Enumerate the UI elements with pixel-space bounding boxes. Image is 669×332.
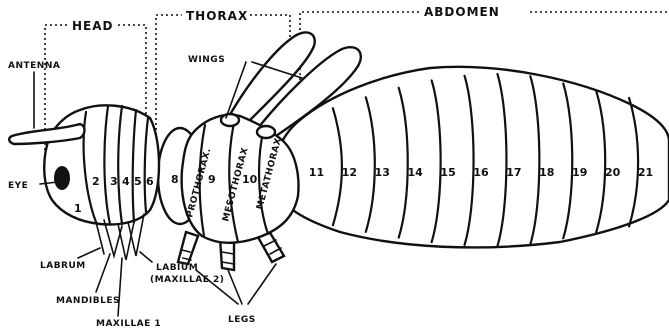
antenna-label: ANTENNA (8, 61, 60, 71)
thorax-segment-8-number: 8 (171, 173, 179, 186)
abdomen-segment-18: 18 (539, 166, 554, 179)
head-segment-5: 5 (134, 175, 142, 188)
abdomen (275, 67, 669, 248)
abdomen-segment-12: 12 (342, 166, 357, 179)
thorax-segment-10-number: 10 (242, 173, 258, 186)
abdomen-segment-21: 21 (638, 166, 653, 179)
thorax-segment-9-number: 9 (208, 173, 216, 186)
abdomen-segment-14: 14 (408, 166, 424, 179)
eye-label: EYE (8, 181, 28, 191)
eye-icon (54, 166, 70, 190)
head-segment-1: 1 (74, 202, 82, 215)
head-segment-2: 2 (92, 175, 100, 188)
labium-sub-label: (MAXILLAE 2) (150, 275, 224, 285)
thorax-region-label: THORAX (186, 9, 248, 23)
mandibles-label: MANDIBLES (56, 296, 120, 306)
abdomen-segment-19: 19 (572, 166, 587, 179)
legs-label: LEGS (228, 315, 256, 325)
abdomen-segment-16: 16 (473, 166, 489, 179)
abdomen-segment-17: 17 (506, 166, 521, 179)
abdomen-region-label: ABDOMEN (424, 5, 500, 19)
wings-label: WINGS (188, 55, 225, 65)
maxillae-1-label: MAXILLAE 1 (96, 319, 161, 329)
abdomen-segment-20: 20 (605, 166, 621, 179)
abdomen-segment-13: 13 (375, 166, 390, 179)
abdomen-segment-15: 15 (440, 166, 455, 179)
head-segment-3: 3 (110, 175, 118, 188)
abdomen-segment-11: 11 (309, 166, 324, 179)
head-region-label: HEAD (72, 19, 114, 33)
head-segment-4: 4 (122, 175, 130, 188)
labium-label: LABIUM (156, 263, 198, 273)
head-segment-6: 6 (146, 175, 154, 188)
labrum-label: LABRUM (40, 261, 86, 271)
